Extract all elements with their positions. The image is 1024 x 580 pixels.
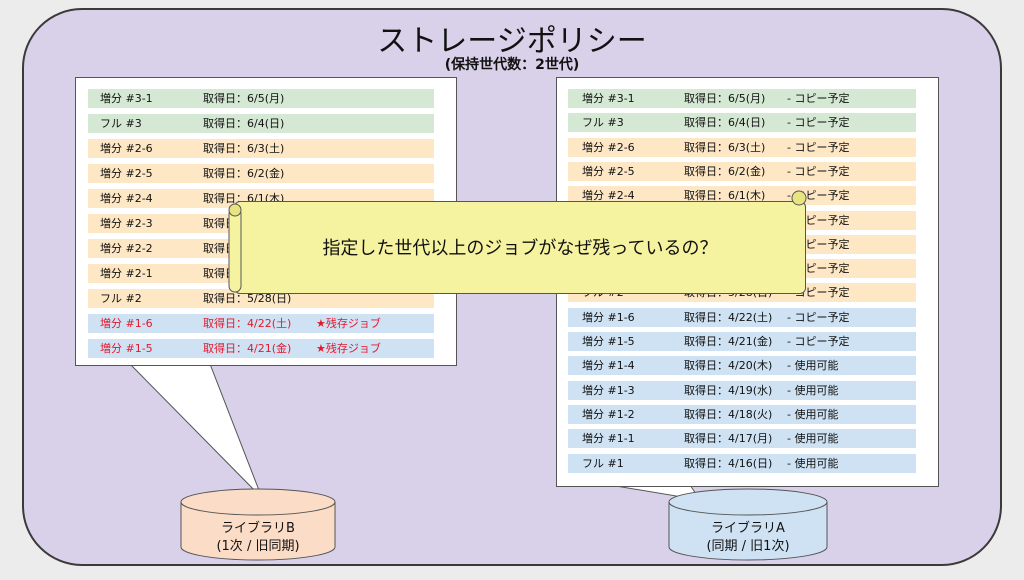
library_a-job-row: 増分 #2-5 取得日：6/2(金) - コピー予定 [568, 161, 916, 181]
library_b-job-row: 増分 #2-6 取得日：6/3(土) [88, 139, 434, 158]
banner-text: 指定した世代以上のジョブがなぜ残っているの？ [322, 238, 718, 259]
library_a-job-row: 増分 #1-3 取得日：4/19(水) - 使用可能 [568, 380, 916, 400]
job-date: 取得日：4/21(金) [203, 342, 292, 355]
library_a-job-row: 増分 #1-2 取得日：4/18(火) - 使用可能 [568, 404, 916, 424]
job-date: 取得日：6/3(土) [203, 142, 285, 155]
page-subtitle: (保持世代数：2世代) [444, 57, 580, 73]
job-note: - 使用可能 [787, 407, 839, 421]
library_b-job-row: 増分 #1-5 取得日：4/21(金) ★残存ジョブ [88, 339, 434, 358]
library-b-detail: (1次 / 旧同期) [216, 539, 300, 554]
library_b-job-row: 増分 #2-5 取得日：6/2(金) [88, 164, 434, 183]
job-name: 増分 #2-1 [100, 267, 153, 280]
library_a-job-row: 増分 #1-4 取得日：4/20(木) - 使用可能 [568, 356, 916, 376]
job-date: 取得日：5/28(日) [203, 292, 292, 305]
job-date: 取得日：4/19(水) [684, 383, 773, 397]
library_a-job-row: 増分 #3-1 取得日：6/5(月) - コピー予定 [568, 89, 916, 108]
job-date: 取得日：6/2(金) [203, 167, 285, 180]
job-name: フル #3 [100, 117, 142, 130]
job-date: 取得日：6/5(月) [203, 92, 285, 105]
job-date: 取得日：6/4(日) [203, 117, 285, 130]
job-name: 増分 #1-6 [582, 310, 635, 324]
library_a-job-row: フル #3 取得日：6/4(日) - コピー予定 [568, 113, 916, 133]
library-a-name: ライブラリA [711, 521, 785, 536]
job-name: 増分 #1-4 [582, 359, 635, 373]
job-name: 増分 #1-5 [582, 335, 635, 348]
job-name: 増分 #2-4 [582, 189, 635, 203]
job-note: - 使用可能 [787, 383, 839, 397]
job-note: - コピー予定 [787, 116, 850, 130]
library_a-job-row: 増分 #1-1 取得日：4/17(月) - 使用可能 [568, 429, 916, 449]
library_b-job-row: 増分 #3-1 取得日：6/5(月) [88, 89, 434, 108]
library-a-cylinder [668, 488, 828, 561]
job-date: 取得日：4/21(金) [684, 335, 773, 348]
job-date: 取得日：6/2(金) [684, 164, 766, 178]
job-name: 増分 #3-1 [100, 92, 153, 105]
library-b-cylinder [180, 488, 336, 561]
job-date: 取得日：4/18(火) [684, 407, 773, 421]
job-name: 増分 #1-1 [582, 432, 635, 446]
job-date: 取得日：4/17(月) [684, 432, 773, 446]
job-date: 取得日：6/4(日) [684, 116, 766, 130]
job-name: 増分 #2-6 [100, 142, 153, 155]
job-date: 取得日：4/22(土) [684, 310, 773, 324]
library-a-label: ライブラリA (同期 / 旧1次) [669, 520, 827, 556]
library_a-job-row: フル #1 取得日：4/16(日) - 使用可能 [568, 453, 916, 473]
library-a-detail: (同期 / 旧1次) [706, 539, 790, 554]
library_a-job-row: 増分 #1-5 取得日：4/21(金) - コピー予定 [568, 332, 916, 351]
job-date: 取得日：6/3(土) [684, 140, 766, 154]
library_b-job-row: 増分 #1-6 取得日：4/22(土) ★残存ジョブ [88, 314, 434, 333]
job-name: 増分 #1-5 [100, 342, 153, 355]
job-note: - コピー予定 [787, 310, 850, 324]
library_a-job-row: 増分 #1-6 取得日：4/22(土) - コピー予定 [568, 307, 916, 327]
job-name: フル #2 [100, 292, 142, 305]
job-name: フル #1 [582, 456, 624, 470]
job-note: - 使用可能 [787, 456, 839, 470]
job-note: - コピー予定 [787, 140, 850, 154]
job-name: 増分 #1-3 [582, 383, 635, 397]
job-note: - コピー予定 [787, 164, 850, 178]
job-name: 増分 #2-3 [100, 217, 153, 230]
job-name: 増分 #2-6 [582, 140, 635, 154]
job-note: ★残存ジョブ [316, 342, 381, 355]
job-name: 増分 #1-2 [582, 407, 635, 421]
library-b-name: ライブラリB [221, 521, 295, 536]
job-note: - コピー予定 [787, 335, 850, 348]
job-name: 増分 #2-5 [100, 167, 153, 180]
job-date: 取得日：4/20(木) [684, 359, 773, 373]
job-note: - 使用可能 [787, 432, 839, 446]
scroll-curl-left [228, 203, 242, 293]
job-date: 取得日：6/1(木) [684, 189, 766, 203]
job-note: - 使用可能 [787, 359, 839, 373]
library_b-job-row: フル #3 取得日：6/4(日) [88, 114, 434, 133]
job-name: 増分 #2-5 [582, 164, 635, 178]
library_a-job-row: 増分 #2-6 取得日：6/3(土) - コピー予定 [568, 137, 916, 157]
callout-tail-left [128, 363, 263, 499]
library-b-label: ライブラリB (1次 / 旧同期) [181, 520, 335, 556]
job-date: 取得日：4/16(日) [684, 456, 773, 470]
job-note: ★残存ジョブ [316, 317, 381, 330]
page-title: ストレージポリシー [377, 24, 647, 59]
job-name: フル #3 [582, 116, 624, 130]
question-banner: 指定した世代以上のジョブがなぜ残っているの？ [228, 190, 807, 294]
job-name: 増分 #3-1 [582, 92, 635, 105]
job-date: 取得日：6/5(月) [684, 92, 766, 105]
job-name: 増分 #2-4 [100, 192, 153, 205]
scroll-curl-right [791, 190, 807, 206]
job-name: 増分 #2-2 [100, 242, 153, 255]
job-name: 増分 #1-6 [100, 317, 153, 330]
job-note: - コピー予定 [787, 92, 850, 105]
job-date: 取得日：4/22(土) [203, 317, 292, 330]
